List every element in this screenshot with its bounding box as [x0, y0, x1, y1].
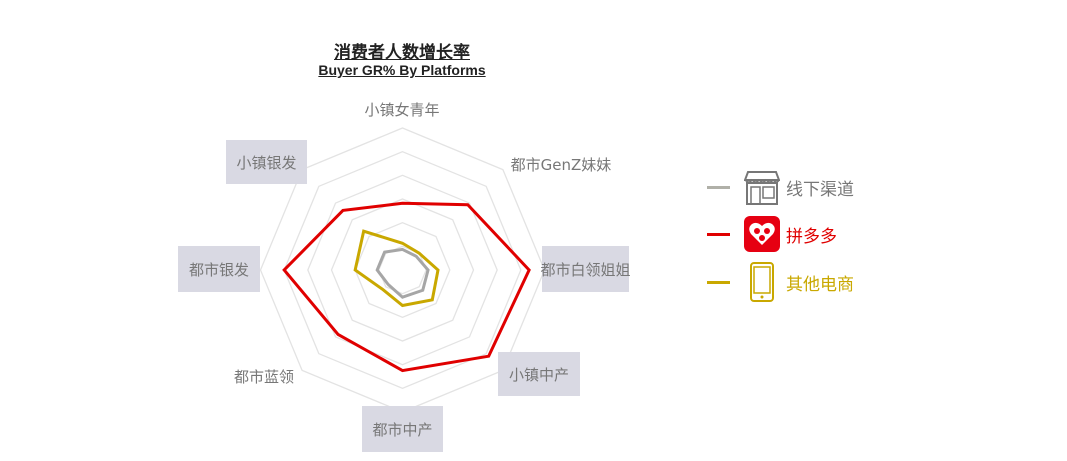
grid-ring: [283, 150, 522, 390]
grid-ring: [330, 198, 475, 342]
axis-label: 都市GenZ妹妹: [510, 155, 612, 174]
legend-item-pinduoduo: 拼多多: [707, 215, 837, 253]
legend-label: 线下渠道: [786, 179, 854, 200]
legend-item-other-ecommerce: 其他电商: [707, 262, 854, 302]
legend-label: 其他电商: [786, 274, 854, 295]
axis-label: 小镇银发: [226, 140, 307, 184]
tablet-icon: [744, 262, 780, 302]
chart-title: 消费者人数增长率: [334, 43, 470, 63]
store-icon: [744, 168, 780, 206]
grid-ring: [354, 221, 451, 319]
chart-subtitle: Buyer GR% By Platforms: [318, 62, 486, 78]
series-line-1: [282, 201, 531, 373]
axis-label: 小镇女青年: [364, 100, 440, 119]
axis-label: 都市白领姐姐: [541, 246, 631, 292]
legend-line: [707, 185, 730, 189]
legend-line: [707, 280, 730, 284]
series-line-2: [353, 229, 440, 308]
grid-ring: [378, 245, 427, 295]
legend-label: 拼多多: [786, 226, 837, 247]
axis-label: 都市中产: [362, 406, 443, 452]
legend-line: [707, 232, 730, 236]
axis-label: 小镇中产: [498, 352, 580, 396]
axis-label: 都市蓝领: [233, 367, 294, 386]
pinduoduo-logo-icon: [744, 215, 780, 253]
legend-item-offline: 线下渠道: [707, 168, 854, 206]
axis-label: 都市银发: [178, 246, 260, 292]
series-line-0: [375, 247, 430, 299]
